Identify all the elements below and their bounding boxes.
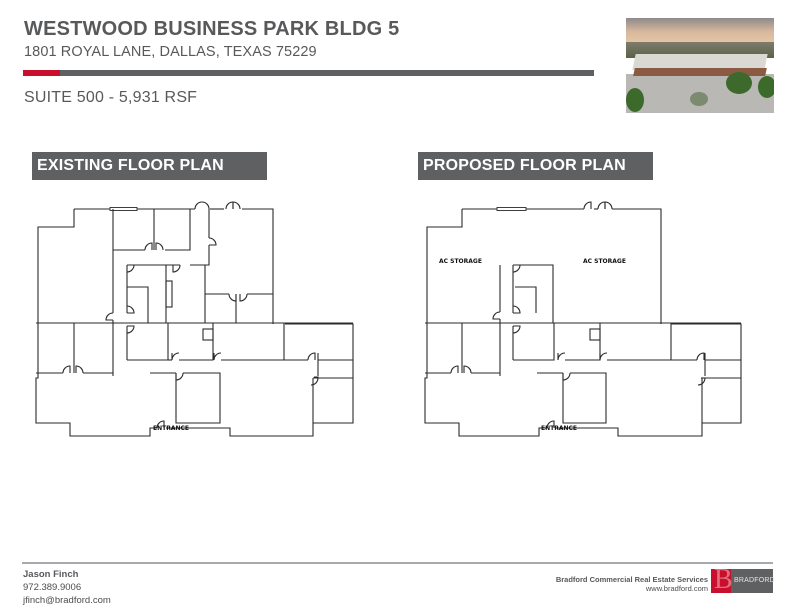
photo-tree [726,72,752,94]
header-divider-accent [23,70,60,76]
existing-entrance-label: ENTRANCE [153,425,189,432]
suite-info: SUITE 500 - 5,931 RSF [24,89,198,106]
bradford-logo: B BRADFORD [711,564,775,595]
photo-tree [690,92,708,106]
room-label-ac-storage-right: AC STORAGE [583,258,626,265]
existing-floor-plan: ENTRANCE [0,195,360,440]
proposed-plan-heading: PROPOSED FLOOR PLAN [418,152,653,180]
bradford-logo-text: BRADFORD [734,577,775,584]
building-photo [626,18,774,113]
company-name: Bradford Commercial Real Estate Services [555,575,708,584]
company-url[interactable]: www.bradford.com [645,584,708,593]
photo-tree [626,88,644,112]
existing-plan-heading: EXISTING FLOOR PLAN [32,152,267,180]
contact-email[interactable]: jfinch@bradford.com [23,595,111,606]
contact-name: Jason Finch [23,569,79,580]
proposed-floor-plan: ENTRANCE AC STORAGE AC STORAGE [386,195,746,440]
header-divider [23,70,594,76]
proposed-entrance-label: ENTRANCE [541,425,577,432]
contact-phone[interactable]: 972.389.9006 [23,582,82,593]
property-address: 1801 ROYAL LANE, DALLAS, TEXAS 75229 [24,44,317,60]
existing-floor-plan-drawing: ENTRANCE [35,201,354,437]
photo-tree [758,76,774,98]
room-label-ac-storage-left: AC STORAGE [439,258,482,265]
proposed-floor-plan-drawing: ENTRANCE AC STORAGE AC STORAGE [424,201,742,437]
logo-letter: B [714,564,733,595]
footer-divider [22,562,773,564]
bradford-logo-mark-icon: B [711,564,733,595]
photo-sky [626,18,774,46]
property-title: WESTWOOD BUSINESS PARK BLDG 5 [24,18,400,40]
